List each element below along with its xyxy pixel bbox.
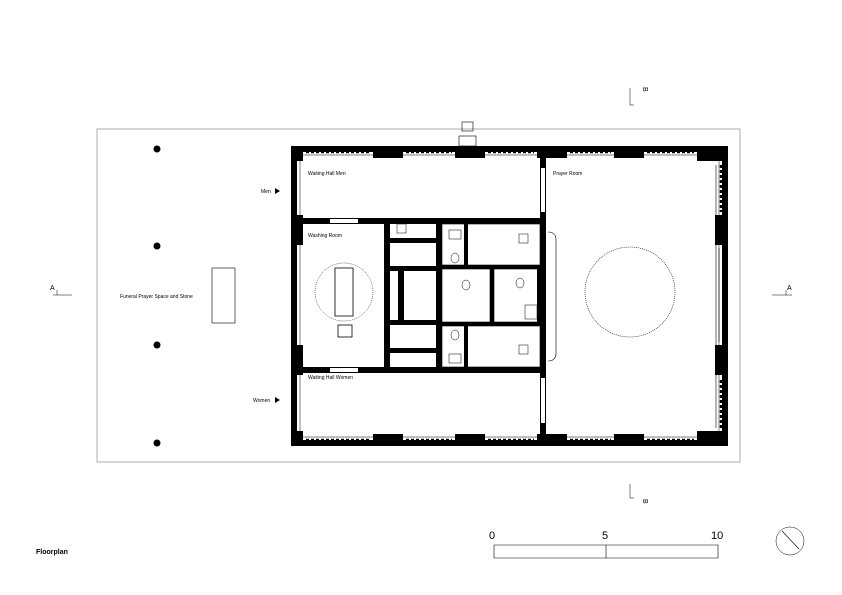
women-hall-wall (300, 367, 546, 373)
room-label-men-hall: Waiting Hall Men (308, 171, 346, 177)
room-label-washing: Washing Room (308, 233, 342, 239)
toilet-cells (396, 223, 541, 368)
site-boundary (96, 128, 741, 463)
scale-label-0: 0 (489, 530, 495, 542)
wall-piers-bottom (291, 431, 727, 446)
washing-room-walls (384, 224, 442, 367)
building-outer-wall (291, 146, 728, 446)
svg-text:A: A (50, 285, 55, 292)
arrow-right-icon (275, 188, 280, 194)
room-label-women-hall: Waiting Hall Women (308, 375, 353, 381)
washing-table (314, 262, 374, 338)
tree-marker (153, 145, 161, 153)
funeral-stone (211, 267, 236, 324)
wall-piers-sides (291, 215, 727, 375)
scale-label-5: 5 (602, 530, 608, 542)
section-mark-a-left: A (50, 285, 72, 296)
dome-circle (584, 246, 676, 338)
building-inner-wall-line (299, 154, 720, 438)
tree-marker (153, 439, 161, 447)
men-hall-wall (300, 218, 546, 224)
tree-marker (153, 242, 161, 250)
svg-text:B: B (641, 87, 648, 92)
prayer-room-area (547, 231, 676, 362)
tree-marker (153, 341, 161, 349)
entrance-men: Men (261, 188, 280, 195)
section-mark-b-bottom: B (629, 484, 648, 504)
drawing-title: Floorplan (36, 549, 68, 556)
entrance-women: Women (253, 397, 280, 404)
prayer-room-wall (540, 155, 546, 437)
entrance-step (458, 121, 477, 147)
scale-label-10: 10 (711, 530, 723, 542)
section-mark-a-right: A (772, 285, 792, 296)
prayer-room-wall-gap (541, 378, 545, 423)
svg-text:A: A (787, 285, 792, 292)
north-arrow-icon (775, 526, 805, 556)
funeral-space-area: Funeral Prayer Space and Stone (120, 145, 236, 447)
section-mark-b-top: B (629, 87, 648, 106)
room-label-prayer: Prayer Room (553, 171, 582, 177)
prayer-room-wall-gap (541, 168, 545, 212)
window-frames-right (715, 165, 720, 428)
funeral-space-label: Funeral Prayer Space and Stone (120, 294, 193, 300)
mihrab-curve (547, 231, 557, 362)
arrow-right-icon (275, 397, 280, 403)
windows (306, 150, 723, 442)
entrance-label-women: Women (253, 398, 270, 404)
svg-text:B: B (641, 499, 648, 504)
scale-bar: 0 5 10 (489, 530, 723, 559)
entrance-label-men: Men (261, 189, 271, 195)
